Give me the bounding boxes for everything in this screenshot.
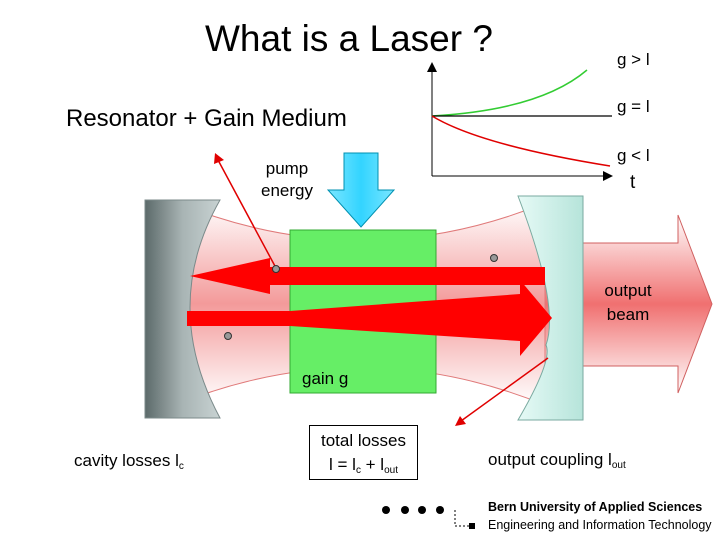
total-losses-title: total losses xyxy=(320,431,407,450)
cavity-losses-text: cavity losses l xyxy=(74,451,179,470)
pump-label-line1: pump xyxy=(265,159,309,178)
page-title: What is a Laser ? xyxy=(205,18,493,59)
graph-x-axis-label: t xyxy=(630,172,636,193)
bfh-logo xyxy=(454,510,475,529)
total-losses-equation: l = lc + lout xyxy=(310,453,417,483)
pump-energy-label: pump energy xyxy=(255,158,319,202)
eq-sub-out: out xyxy=(384,465,398,476)
subtitle: Resonator + Gain Medium xyxy=(66,105,347,132)
eq-part-a: l = l xyxy=(329,455,356,474)
output-beam-line2: beam xyxy=(606,305,650,324)
cavity-losses-subscript: c xyxy=(178,461,184,472)
gain-medium-label: gain g xyxy=(302,369,349,388)
output-beam-label: output beam xyxy=(596,279,660,327)
pump-label-line2: energy xyxy=(261,181,313,200)
pointer-lines xyxy=(214,153,549,426)
cavity-losses-label: cavity losses lc xyxy=(74,451,184,472)
forward-beam-arrow xyxy=(187,280,552,356)
graph-label-gain-equal: g = l xyxy=(617,97,650,116)
right-mirror xyxy=(517,195,584,421)
output-coupling-subscript: out xyxy=(611,460,626,471)
eq-part-b: + l xyxy=(360,455,385,474)
department-name: Engineering and Information Technology xyxy=(488,518,712,532)
output-coupling-text: output coupling l xyxy=(488,450,612,469)
output-beam-line1: output xyxy=(604,281,652,300)
pump-arrow xyxy=(326,152,396,228)
institution-name: Bern University of Applied Sciences xyxy=(488,500,703,514)
growth-graph xyxy=(427,62,613,181)
curve-growing xyxy=(431,69,588,117)
footer-dots xyxy=(382,506,444,514)
curve-decaying xyxy=(431,115,611,167)
graph-label-gain-less: g < l xyxy=(617,146,650,165)
eq-sub-c: c xyxy=(355,465,361,476)
graph-label-gain-greater: g > l xyxy=(617,50,650,69)
output-coupling-label: output coupling lout xyxy=(488,450,626,471)
atom-dots xyxy=(224,254,498,340)
total-losses-box: total losses l = lc + lout xyxy=(309,425,418,480)
